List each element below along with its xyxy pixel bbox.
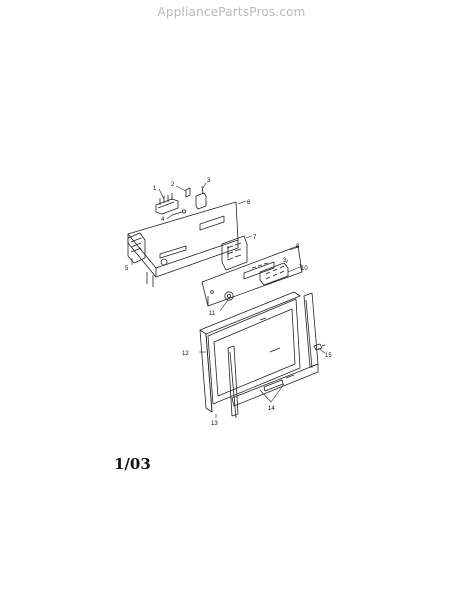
callout-3-keypad: 3 xyxy=(283,258,287,264)
callout-7: 7 xyxy=(253,235,257,241)
part-1-switch-bracket xyxy=(155,193,179,215)
callout-12: 12 xyxy=(182,351,189,357)
callout-labels: 1 2 3 4 5 6 7 8 3 10 11 12 13 14 15 xyxy=(125,178,332,427)
callout-10: 10 xyxy=(301,266,308,272)
part-4-screw xyxy=(171,209,186,216)
part-13-door-channel xyxy=(227,345,239,419)
leader-lines xyxy=(131,182,326,418)
watermark: AppliancePartsPros.com xyxy=(157,5,306,19)
part-7-button-block xyxy=(221,235,248,271)
part-11-knob xyxy=(224,291,234,301)
callout-3-switch: 3 xyxy=(207,178,211,184)
callout-5: 5 xyxy=(125,266,129,272)
part-8-panel-overlay xyxy=(201,245,303,307)
callout-11: 11 xyxy=(209,311,216,317)
part-3-switch xyxy=(195,185,207,210)
callout-6: 6 xyxy=(247,200,251,206)
door-right-frame xyxy=(303,292,319,369)
callout-2: 2 xyxy=(171,182,175,188)
date-code: 1/03 xyxy=(114,455,151,473)
part-5-knob-block xyxy=(127,232,146,264)
part-6-control-panel xyxy=(127,201,239,287)
callout-15: 15 xyxy=(325,353,332,359)
part-14-bottom-rail xyxy=(231,363,319,407)
part-12-door-frame xyxy=(199,291,301,413)
door-glass-panel xyxy=(207,298,301,405)
callout-1: 1 xyxy=(153,186,157,192)
part-3-keypad xyxy=(259,262,289,286)
part-15-screw xyxy=(313,343,326,351)
callout-13: 13 xyxy=(211,421,218,427)
callout-14: 14 xyxy=(268,406,275,412)
callout-4: 4 xyxy=(161,217,165,223)
part-2-clip xyxy=(185,187,191,198)
callout-8: 8 xyxy=(296,244,300,250)
